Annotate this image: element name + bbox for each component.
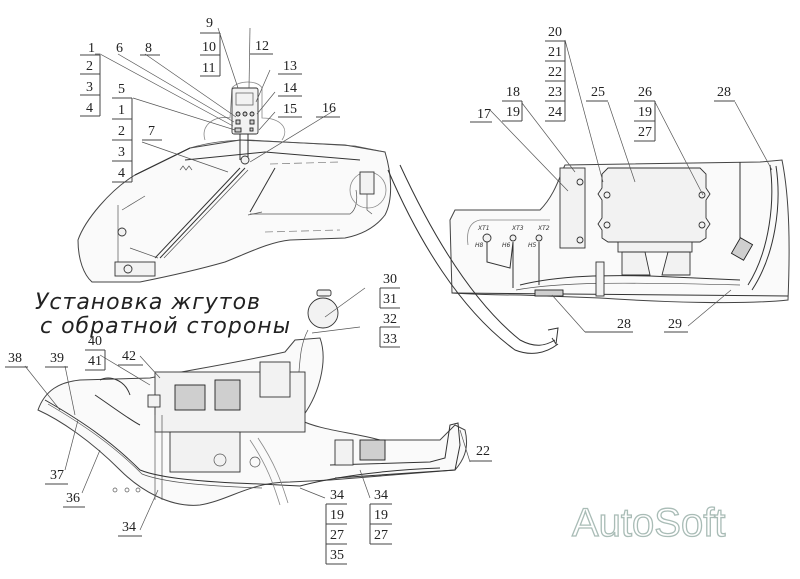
callout-20: 20 <box>548 25 562 40</box>
callout-30: 30 <box>383 272 397 287</box>
callout-22: 22 <box>548 65 562 80</box>
callout-26: 26 <box>638 85 652 100</box>
leader-lines-top-left <box>95 27 336 173</box>
callout-34-left: 34 <box>122 520 136 535</box>
callout-18: 18 <box>506 85 520 100</box>
curved-arrow <box>387 164 559 354</box>
callout-13: 13 <box>283 59 297 74</box>
callout-14: 14 <box>283 81 297 96</box>
callout-39: 39 <box>50 351 64 366</box>
callout-12: 12 <box>255 39 269 54</box>
callout-42: 42 <box>122 349 136 364</box>
leader-lines-top-right <box>489 39 773 333</box>
control-block <box>597 167 711 243</box>
connector-h5-label: H5 <box>528 242 537 249</box>
callout-34-mid-35: 35 <box>330 548 344 563</box>
callout-8: 8 <box>145 41 152 56</box>
callout-22-bottom: 22 <box>476 444 490 459</box>
connector-xt3-label: XT3 <box>511 225 524 232</box>
section-title-line1: Установка жгутов <box>35 290 261 315</box>
callout-32: 32 <box>383 312 397 327</box>
callout-21: 21 <box>548 45 562 60</box>
callout-40: 40 <box>88 334 102 349</box>
callout-31: 31 <box>383 292 397 307</box>
callout-33: 33 <box>383 332 397 347</box>
callout-26-19: 19 <box>638 105 652 120</box>
callout-34-mid: 34 <box>330 488 344 503</box>
callout-37: 37 <box>50 468 64 483</box>
callout-26-27: 27 <box>638 125 652 140</box>
leader-lines-bottom <box>24 287 471 531</box>
callout-41: 41 <box>88 354 102 369</box>
callout-10: 10 <box>202 40 216 55</box>
callout-34-right: 34 <box>374 488 388 503</box>
callout-36: 36 <box>66 491 80 506</box>
cab-view <box>77 81 392 283</box>
callout-23: 23 <box>548 85 562 100</box>
callout-3: 3 <box>86 80 93 95</box>
callout-1: 1 <box>88 41 95 56</box>
callout-5: 5 <box>118 82 125 97</box>
callout-34-mid-19: 19 <box>330 508 344 523</box>
callout-28-bottom: 28 <box>617 317 631 332</box>
callout-5-3: 3 <box>118 145 125 160</box>
callout-18-19: 19 <box>506 105 520 120</box>
callout-34-right-19: 19 <box>374 508 388 523</box>
callout-5-4: 4 <box>118 166 125 181</box>
connector-xt2-label: XT2 <box>537 225 550 232</box>
callout-29: 29 <box>668 317 682 332</box>
callout-24: 24 <box>548 105 562 120</box>
callout-25: 25 <box>591 85 605 100</box>
connector-xt1-label: XT1 <box>477 225 490 232</box>
callout-17: 17 <box>477 107 491 122</box>
callout-4: 4 <box>86 101 93 116</box>
callout-38: 38 <box>8 351 22 366</box>
callout-15: 15 <box>283 102 297 117</box>
callout-5-1: 1 <box>118 103 125 118</box>
connector-h8-label: H8 <box>475 242 484 249</box>
rear-view: Установка жгутов с обратной стороны <box>35 289 468 506</box>
callouts-bottom: 30 31 32 33 38 39 40 41 42 37 36 34 34 1… <box>5 272 492 565</box>
callout-11: 11 <box>202 61 215 76</box>
callout-2: 2 <box>86 59 93 74</box>
connector-h6-label: H6 <box>502 242 511 249</box>
section-title-line2: с обратной стороны <box>40 314 291 339</box>
watermark-autosoft: AutoSoft <box>572 501 725 545</box>
callout-34-right-27: 27 <box>374 528 388 543</box>
callout-9: 9 <box>206 16 213 31</box>
callout-6: 6 <box>116 41 123 56</box>
callout-5-2: 2 <box>118 124 125 139</box>
callouts-top-right: 20 21 22 23 24 18 19 17 25 26 19 27 28 2… <box>470 25 735 333</box>
callouts-top-left: 1 2 3 4 6 8 9 10 11 12 13 14 15 5 1 2 3 <box>80 16 340 183</box>
control-unit-view: XT1 XT3 XT2 H8 H6 H5 <box>449 159 790 304</box>
callout-7: 7 <box>148 124 155 139</box>
callout-34-mid-27: 27 <box>330 528 344 543</box>
callout-16: 16 <box>322 101 336 116</box>
callout-28-top: 28 <box>717 85 731 100</box>
